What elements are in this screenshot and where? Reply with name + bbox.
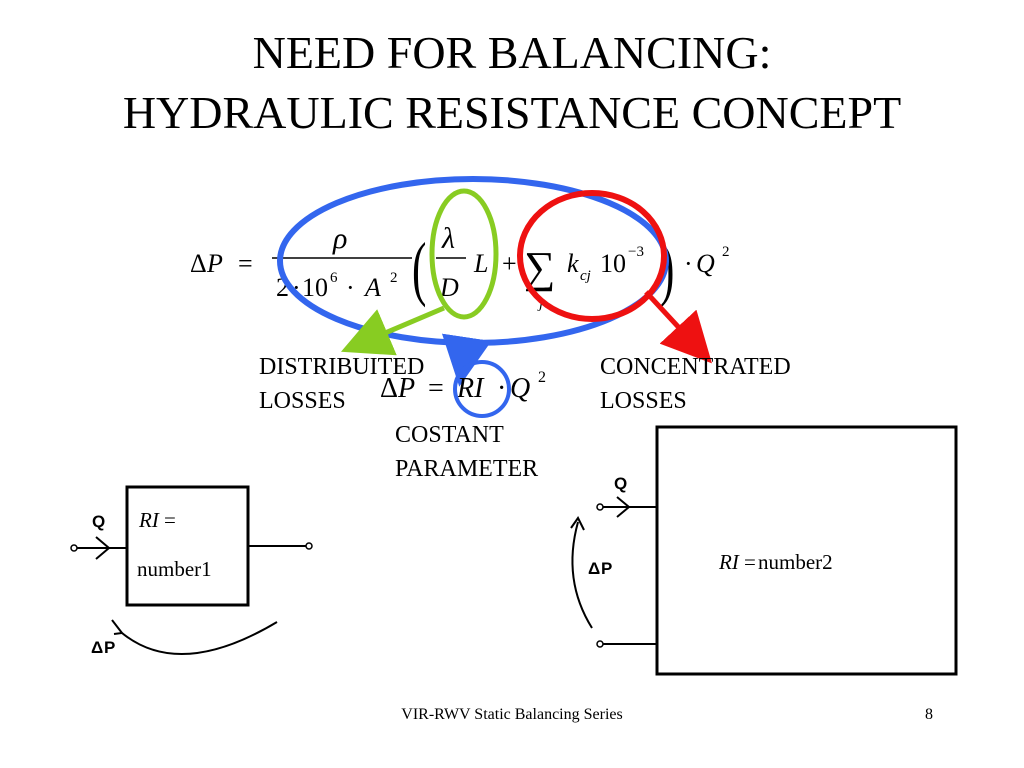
left-outlet-terminal	[305, 542, 313, 550]
formula-den-exp2: 2	[390, 270, 398, 286]
green-arrow	[340, 305, 445, 356]
formula-p: P	[206, 249, 223, 278]
simple-equals: =	[428, 373, 444, 404]
formula-den-exp6: 6	[330, 270, 338, 286]
left-resistance-box	[125, 485, 250, 607]
right-ri-equals: =	[744, 550, 756, 574]
formula-rho: ρ	[332, 222, 347, 255]
formula-exp-neg3: −3	[628, 244, 644, 260]
distributed-line2: LOSSES	[259, 388, 346, 414]
right-inlet-terminal	[596, 503, 604, 511]
formula-l: L	[473, 249, 488, 278]
concentrated-line1: CONCENTRATED	[600, 354, 791, 380]
concentrated-line2: LOSSES	[600, 388, 687, 414]
formula-exp-q2: 2	[722, 244, 730, 260]
costant-parameter-label: COSTANT PARAMETER	[395, 418, 538, 486]
concentrated-losses-label: CONCENTRATED LOSSES	[600, 350, 791, 418]
left-inlet-terminal	[70, 544, 78, 552]
distributed-losses-label: DISTRIBUITED LOSSES	[259, 350, 424, 418]
formula-k: k	[567, 249, 579, 278]
left-ri-value: number1	[137, 557, 212, 581]
left-ri-equals: =	[164, 508, 176, 532]
right-dp-p: P	[601, 559, 612, 578]
formula-dot3: ·	[684, 249, 693, 278]
left-circuit: Q RI = number1 Δ P	[70, 485, 313, 657]
right-ri-label: RI	[718, 550, 740, 574]
formula-den-ten: 10	[302, 273, 328, 302]
left-dp-delta: Δ	[91, 638, 103, 657]
formula-paren-open: (	[412, 228, 426, 308]
slide-title-line2: HYDRAULIC RESISTANCE CONCEPT	[122, 87, 902, 138]
left-flow-arrow-icon	[95, 536, 111, 560]
simple-p: P	[397, 373, 415, 404]
left-ri-label: RI	[138, 508, 160, 532]
right-dp-delta: Δ	[588, 559, 600, 578]
costant-line2: PARAMETER	[395, 456, 539, 482]
right-ri-value: number2	[758, 550, 833, 574]
simple-formula: Δ P = RI · Q 2	[380, 369, 546, 404]
right-flow-arrow-icon	[616, 496, 631, 518]
formula-k-sub: cj	[580, 268, 591, 284]
left-dp-p: P	[104, 638, 115, 657]
right-pressure-arrow-icon	[570, 516, 585, 531]
right-q-label: Q	[614, 474, 627, 493]
right-resistance-box	[655, 425, 958, 676]
right-pressure-curve	[571, 521, 593, 629]
distributed-line1: DISTRIBUITED	[259, 354, 425, 380]
costant-line1: COSTANT	[395, 422, 504, 448]
formula-sum-index: j	[537, 296, 543, 312]
blue-arrow	[441, 333, 492, 387]
red-arrow	[644, 290, 712, 364]
right-outlet-terminal	[596, 640, 604, 648]
formula-plus: +	[502, 249, 517, 278]
left-q-label: Q	[92, 512, 105, 531]
formula-d: D	[439, 273, 459, 302]
simple-delta: Δ	[380, 373, 398, 404]
simple-dot: ·	[497, 373, 506, 404]
right-circuit: Q RI = number2 Δ P	[570, 425, 958, 676]
formula-q: Q	[696, 249, 715, 278]
formula-den-a: A	[363, 273, 381, 302]
left-pressure-curve	[121, 621, 278, 655]
red-highlight-ellipse	[517, 190, 667, 322]
page-number: 8	[925, 706, 933, 723]
simple-ri: RI	[456, 373, 485, 404]
green-highlight-ellipse	[429, 188, 499, 320]
formula-lambda: λ	[441, 222, 455, 255]
formula-ten: 10	[600, 249, 626, 278]
simple-exp2: 2	[538, 369, 546, 386]
formula-delta: Δ	[190, 249, 207, 278]
simple-q: Q	[510, 373, 530, 404]
formula-den-dot2: ·	[346, 273, 355, 302]
formula-den-dot1: ·	[292, 273, 301, 302]
footer-series: VIR-RWV Static Balancing Series	[401, 706, 623, 723]
left-pressure-arrow-icon	[111, 619, 124, 635]
blue-highlight-circle	[453, 360, 511, 418]
slide-title-line1: NEED FOR BALANCING:	[252, 27, 772, 78]
formula-equals: =	[238, 249, 253, 278]
